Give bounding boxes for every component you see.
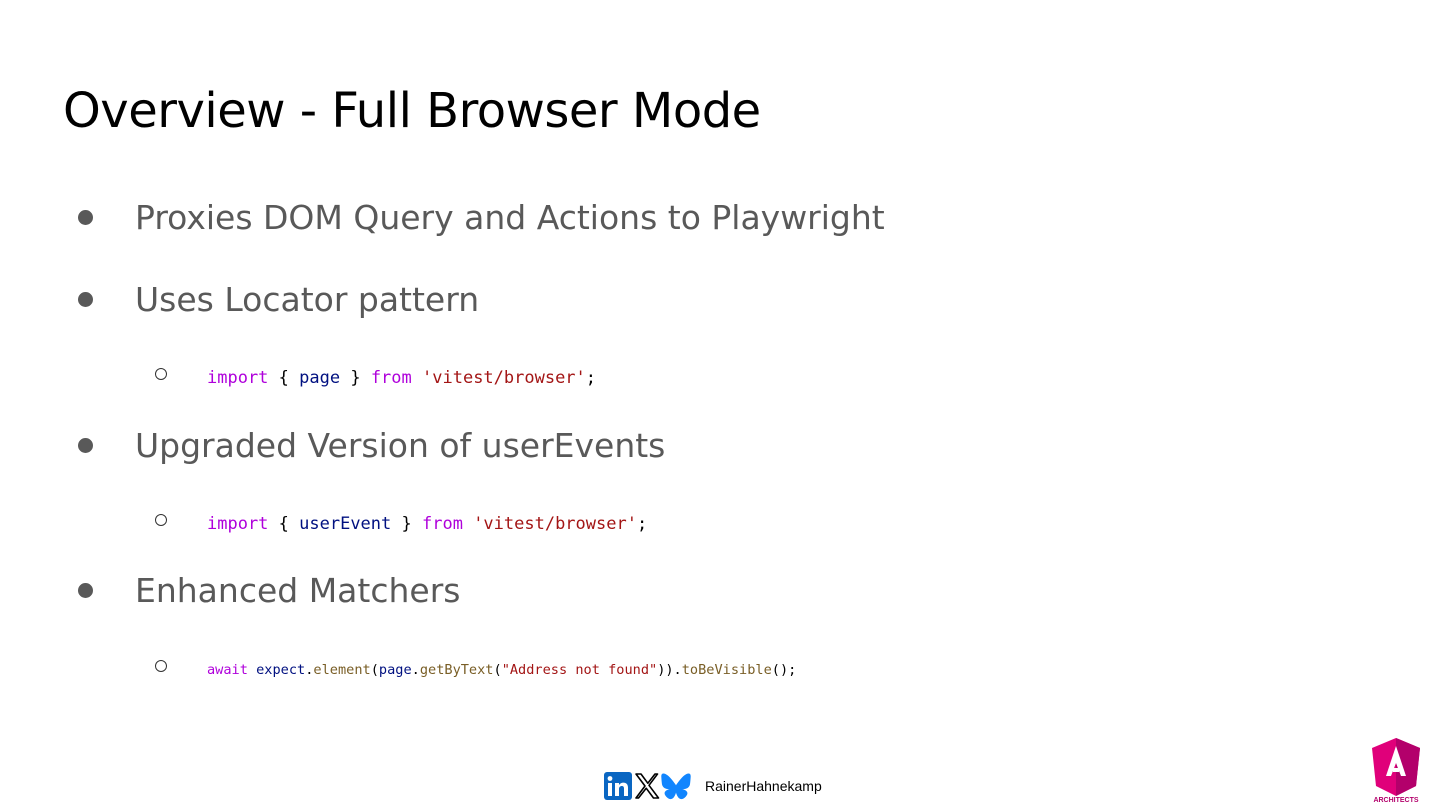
bullet-dot-icon bbox=[78, 292, 93, 307]
code-token: ; bbox=[636, 514, 648, 534]
angular-architects-logo: ARCHITECTS bbox=[1372, 738, 1420, 804]
bullet-item: Upgraded Version of userEvents bbox=[78, 426, 665, 465]
code-token: { bbox=[268, 368, 300, 388]
code-token: page bbox=[378, 662, 412, 678]
code-token: . bbox=[305, 662, 314, 678]
code-token: from bbox=[421, 514, 463, 534]
bullet-item: Proxies DOM Query and Actions to Playwri… bbox=[78, 198, 885, 237]
code-token: ( bbox=[370, 662, 379, 678]
sub-bullet-item: import { page } from 'vitest/browser'; bbox=[155, 368, 596, 388]
code-snippet: await expect.element(page.getByText("Add… bbox=[207, 662, 796, 678]
code-token: import bbox=[207, 368, 269, 388]
code-token: (); bbox=[771, 662, 797, 678]
code-token: element bbox=[313, 662, 371, 678]
code-token: page bbox=[299, 368, 341, 388]
bullet-text: Proxies DOM Query and Actions to Playwri… bbox=[135, 198, 885, 237]
sub-bullet-circle-icon bbox=[155, 660, 167, 672]
code-token bbox=[248, 662, 256, 678]
bluesky-icon[interactable] bbox=[661, 772, 691, 800]
sub-bullet-item: await expect.element(page.getByText("Add… bbox=[155, 660, 796, 678]
code-token: 'vitest/browser' bbox=[422, 368, 586, 388]
sub-bullet-circle-icon bbox=[155, 514, 167, 526]
code-token: from bbox=[370, 368, 412, 388]
code-token: 'vitest/browser' bbox=[473, 514, 637, 534]
code-token: expect bbox=[256, 662, 306, 678]
code-token: } bbox=[391, 514, 422, 534]
code-token bbox=[463, 514, 473, 534]
bullet-item: Enhanced Matchers bbox=[78, 571, 460, 610]
bullet-item: Uses Locator pattern bbox=[78, 280, 479, 319]
bullet-dot-icon bbox=[78, 438, 93, 453]
bullet-dot-icon bbox=[78, 210, 93, 225]
code-snippet: import { page } from 'vitest/browser'; bbox=[207, 368, 596, 388]
logo-text: ARCHITECTS bbox=[1373, 797, 1418, 804]
code-token: { bbox=[268, 514, 300, 534]
code-token: import bbox=[207, 514, 269, 534]
linkedin-icon[interactable] bbox=[604, 772, 632, 800]
bullet-text: Uses Locator pattern bbox=[135, 280, 480, 319]
author-name: RainerHahnekamp bbox=[705, 778, 822, 794]
code-token: toBeVisible bbox=[681, 662, 772, 678]
code-token: )). bbox=[657, 662, 682, 678]
x-icon[interactable] bbox=[634, 772, 660, 800]
slide-title: Overview - Full Browser Mode bbox=[63, 83, 761, 139]
code-token: getByText bbox=[419, 662, 494, 678]
code-token bbox=[412, 368, 422, 388]
code-snippet: import { userEvent } from 'vitest/browse… bbox=[207, 514, 647, 534]
code-token: ( bbox=[493, 662, 502, 678]
bullet-text: Enhanced Matchers bbox=[135, 571, 461, 610]
sub-bullet-item: import { userEvent } from 'vitest/browse… bbox=[155, 514, 647, 534]
sub-bullet-circle-icon bbox=[155, 368, 167, 380]
code-token: userEvent bbox=[299, 514, 392, 534]
code-token: await bbox=[207, 662, 248, 678]
footer-social: RainerHahnekamp bbox=[604, 771, 822, 801]
code-token: "Address not found" bbox=[501, 662, 658, 678]
code-token: ; bbox=[585, 368, 597, 388]
bullet-text: Upgraded Version of userEvents bbox=[135, 426, 666, 465]
bullet-dot-icon bbox=[78, 583, 93, 598]
code-token: } bbox=[340, 368, 371, 388]
code-token: . bbox=[411, 662, 420, 678]
